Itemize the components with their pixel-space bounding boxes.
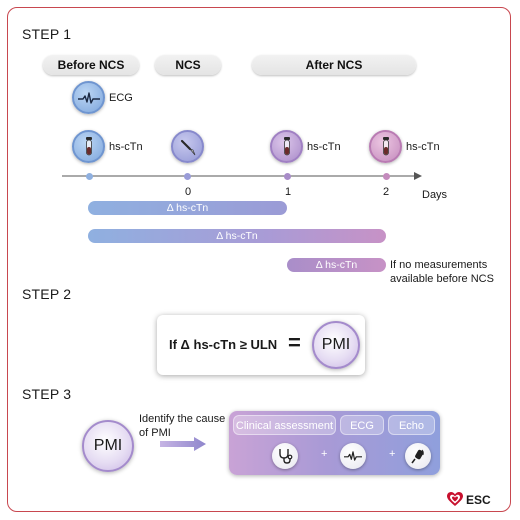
pmi-criterion-text: If Δ hs-cTn ≥ ULN <box>169 337 278 352</box>
hs-ctn-label-day1: hs-cTn <box>307 141 341 153</box>
pmi-result-badge: PMI <box>312 321 360 369</box>
diagnostics-panel: Clinical assessment ECG Echo + + <box>229 411 440 475</box>
echo-badge <box>405 443 431 469</box>
blood-tube-icon-day2 <box>369 130 402 163</box>
delta-bar-day1-to-day2: Δ hs-cTn <box>287 258 386 272</box>
pmi-criterion-box: If Δ hs-cTn ≥ ULN = PMI <box>157 315 365 375</box>
ecg-icon <box>72 81 105 114</box>
esc-logo-text: ESC <box>466 492 491 507</box>
ecg-label: ECG <box>109 92 133 104</box>
plus-sign-2: + <box>389 448 396 460</box>
timeline-tick-0: 0 <box>185 186 192 198</box>
blood-tube-icon <box>283 136 290 155</box>
blood-tube-icon <box>382 136 389 155</box>
heart-icon <box>447 492 463 506</box>
stethoscope-badge <box>272 443 298 469</box>
delta-bar-before-to-day1: Δ hs-cTn <box>88 201 287 215</box>
ecg-trace-icon <box>344 451 362 461</box>
chip-clinical-assessment: Clinical assessment <box>233 415 336 435</box>
ultrasound-probe-icon <box>411 449 424 464</box>
no-baseline-note-line2: available before NCS <box>390 273 494 285</box>
timeline-tick-2: 2 <box>383 186 390 198</box>
identify-cause-text: Identify the cause of PMI <box>139 412 225 440</box>
hs-ctn-label-before: hs-cTn <box>109 141 143 153</box>
infographic-frame: STEP 1 Before NCS NCS After NCS ECG hs-c… <box>7 7 511 512</box>
no-baseline-note: If no measurements available before NCS <box>390 258 494 286</box>
timeline-unit: Days <box>422 189 448 201</box>
blood-tube-icon-day1 <box>270 130 303 163</box>
delta-bar-before-to-day2: Δ hs-cTn <box>88 229 386 243</box>
blood-tube-icon-before <box>72 130 105 163</box>
timeline-dot-0 <box>184 172 191 180</box>
timeline-dot-before <box>86 172 93 180</box>
timeline-axis <box>62 172 422 180</box>
right-arrow-icon <box>160 437 206 451</box>
scalpel-icon <box>180 139 195 155</box>
phase-ncs: NCS <box>155 55 221 75</box>
ecg-trace-icon <box>77 91 100 104</box>
identify-cause-line2: of PMI <box>139 427 171 439</box>
hs-ctn-label-day2: hs-cTn <box>406 141 440 153</box>
pmi-badge-step3: PMI <box>82 420 134 472</box>
timeline-dot-1 <box>284 172 291 180</box>
step3-heading: STEP 3 <box>22 386 72 402</box>
identify-cause-line1: Identify the cause <box>139 413 226 425</box>
phase-before-ncs: Before NCS <box>43 55 139 75</box>
timeline-tick-1: 1 <box>285 186 292 198</box>
ecg-badge <box>340 443 366 469</box>
step1-heading: STEP 1 <box>22 26 72 42</box>
no-baseline-note-line1: If no measurements <box>390 259 488 271</box>
esc-logo: ESC <box>447 492 491 507</box>
plus-sign-1: + <box>321 448 328 460</box>
chip-echo: Echo <box>388 415 435 435</box>
phase-after-ncs: After NCS <box>252 55 416 75</box>
timeline-dot-2 <box>383 172 390 180</box>
surgery-icon <box>171 130 204 163</box>
equals-sign: = <box>288 330 301 355</box>
step2-heading: STEP 2 <box>22 286 72 302</box>
stethoscope-icon <box>279 449 293 464</box>
chip-ecg: ECG <box>340 415 384 435</box>
blood-tube-icon <box>85 136 92 155</box>
